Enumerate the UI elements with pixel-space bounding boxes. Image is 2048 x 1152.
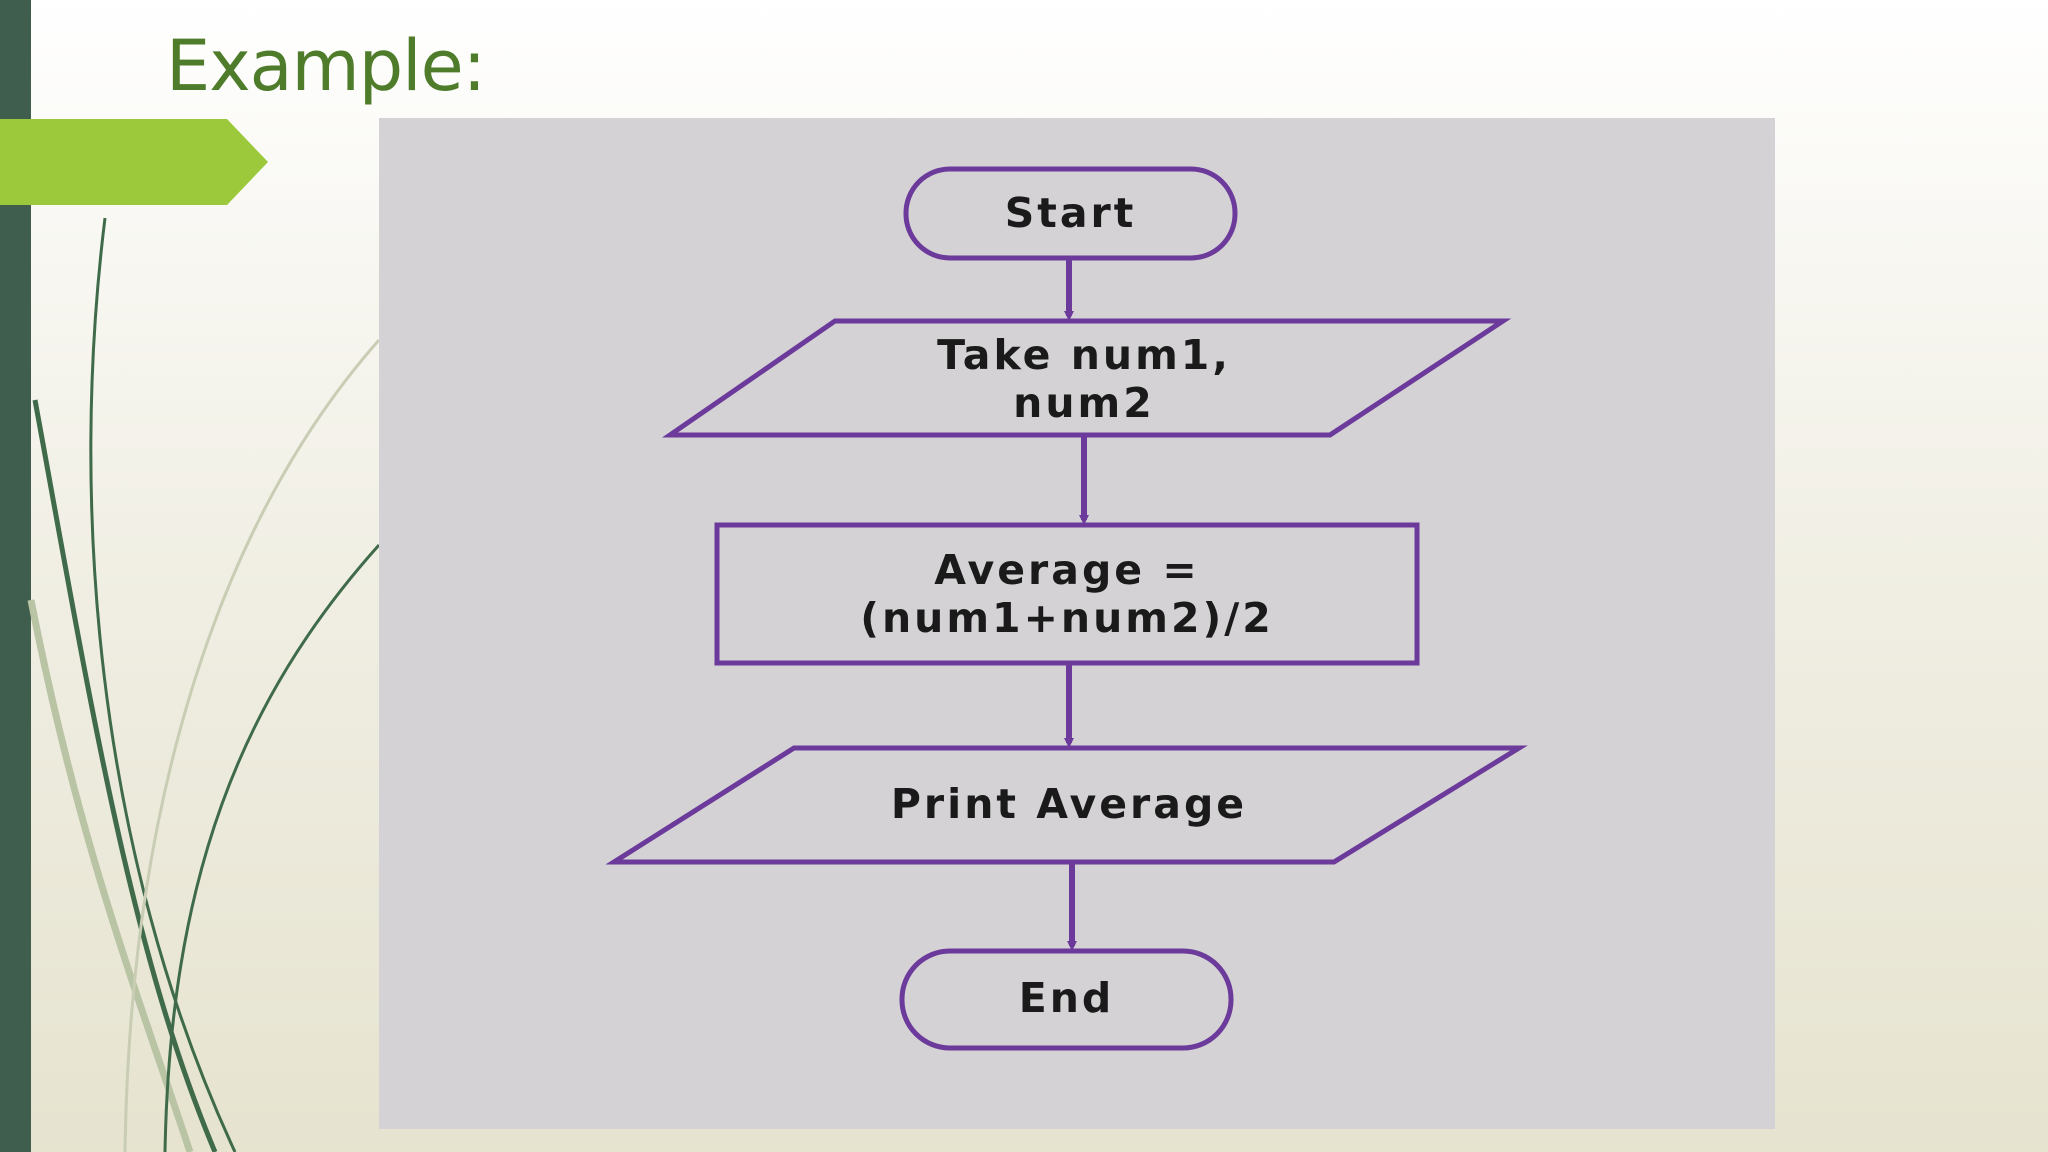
start-node-label: Start [906,189,1235,237]
output-node-shape [605,745,1528,865]
process-node-label: Average = (num1+num2)/2 [717,546,1417,642]
accent-arrow-tab [0,119,268,205]
start-label-line: Start [1004,189,1137,237]
process-label-line-1: Average = [934,546,1200,594]
input-label-line-2: num2 [1013,379,1155,427]
decorative-curves [27,217,381,1152]
input-node-shape [661,318,1512,438]
end-label-line: End [1018,974,1115,1022]
input-label-line-1: Take num1, [937,331,1231,379]
end-node-label: End [902,974,1231,1022]
flowchart-diagram [605,166,1528,1051]
flowchart-image: Start Take num1, num2 Average = (num1+nu… [379,118,1775,1129]
process-label-line-2: (num1+num2)/2 [860,594,1274,642]
slide-title: Example: [166,25,486,107]
input-node-label: Take num1, num2 [759,331,1409,427]
output-label-line: Print Average [890,780,1248,828]
output-node-label: Print Average [679,780,1459,828]
end-node-shape [899,948,1234,1051]
